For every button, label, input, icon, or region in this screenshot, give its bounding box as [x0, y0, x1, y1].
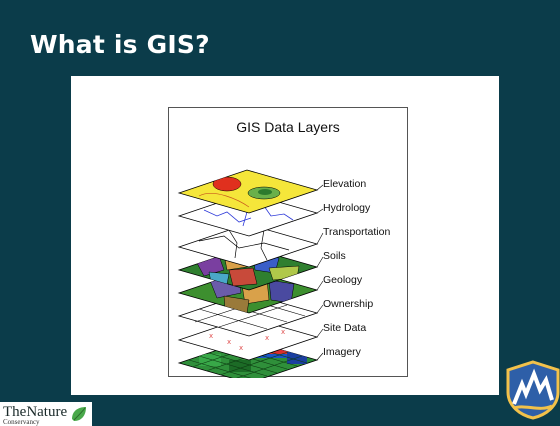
- figure-frame: GIS Data Layers: [168, 107, 408, 378]
- svg-text:x: x: [227, 338, 231, 346]
- logo-wordmark-top: TheNature: [3, 404, 68, 420]
- logo-wordmark-bottom: Conservancy: [3, 418, 40, 426]
- agency-shield-logo: [506, 360, 560, 425]
- layer-label-hydrology: Hydrology: [323, 202, 371, 214]
- svg-text:x: x: [281, 328, 285, 336]
- label-leaders: [316, 184, 324, 361]
- svg-text:x: x: [239, 344, 243, 352]
- layer-label-ownership: Ownership: [323, 298, 374, 310]
- layer-label-imagery: Imagery: [323, 346, 361, 358]
- slide-title: What is GIS?: [30, 30, 210, 59]
- layer-elevation-plane: [177, 169, 319, 214]
- layer-stack-illustration: x x x x x x: [177, 169, 324, 378]
- oak-leaf-icon: [72, 407, 86, 421]
- water-agency-shield-icon: [506, 360, 560, 420]
- layer-label-geology: Geology: [323, 274, 363, 286]
- nature-conservancy-logo: TheNature Conservancy: [0, 402, 92, 426]
- layer-label-transportation: Transportation: [323, 226, 391, 238]
- svg-text:x: x: [209, 332, 213, 340]
- svg-text:x: x: [265, 334, 269, 342]
- gis-layers-figure: GIS Data Layers: [71, 76, 499, 395]
- figure-title: GIS Data Layers: [236, 119, 340, 135]
- layer-label-site-data: Site Data: [323, 322, 367, 334]
- layer-label-soils: Soils: [323, 250, 346, 262]
- layer-label-elevation: Elevation: [323, 178, 367, 190]
